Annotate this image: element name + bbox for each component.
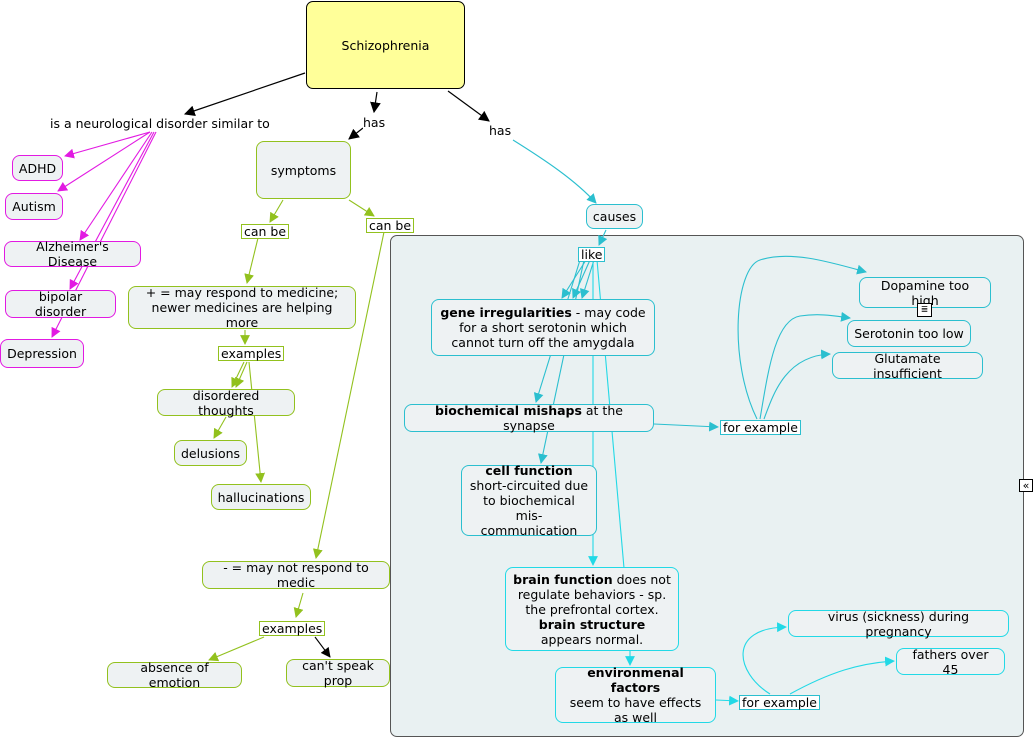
node-causes[interactable]: causes — [586, 204, 643, 229]
node-fathers-over-45[interactable]: fathers over 45 — [896, 647, 1005, 677]
link-label-can-be-2: can be — [366, 218, 415, 233]
node-positive-symptoms[interactable]: + = may respond to medicine; newer medic… — [128, 285, 356, 330]
link-label-like: like — [578, 247, 606, 262]
node-bipolar[interactable]: bipolar disorder — [5, 289, 116, 319]
collapse-icon[interactable]: « — [1019, 479, 1033, 492]
brain-text: brain function does not regulate behavio… — [513, 571, 671, 647]
node-hallucinations[interactable]: hallucinations — [211, 484, 311, 510]
node-biochemical-mishaps[interactable]: biochemical mishaps at the synapse — [404, 403, 654, 433]
node-depression[interactable]: Depression — [0, 339, 84, 368]
root-node-schizophrenia[interactable]: Schizophrenia — [306, 1, 465, 89]
node-cant-speak[interactable]: can't speak prop — [286, 658, 390, 688]
link-label-similar-to: is a neurological disorder similar to — [50, 116, 270, 131]
node-cell-function[interactable]: cell function short-circuited due to bio… — [461, 463, 597, 538]
node-virus[interactable]: virus (sickness) during pregnancy — [788, 609, 1009, 639]
link-label-for-example-2: for example — [739, 695, 820, 710]
cell-title: cell function — [485, 463, 573, 478]
node-negative-symptoms[interactable]: - = may not respond to medic — [202, 560, 390, 590]
link-label-has-symptoms: has — [363, 115, 386, 130]
node-symptoms[interactable]: symptoms — [256, 141, 351, 199]
node-absence-of-emotion[interactable]: absence of emotion — [107, 660, 242, 690]
link-label-examples-2: examples — [259, 621, 326, 636]
node-disordered-thoughts[interactable]: disordered thoughts — [157, 388, 295, 418]
gene-text: gene irregularities - may code for a sho… — [440, 305, 646, 350]
node-brain-function[interactable]: brain function does not regulate behavio… — [505, 567, 679, 651]
link-label-has-causes: has — [489, 123, 512, 138]
link-label-for-example-1: for example — [720, 420, 801, 435]
node-glutamate[interactable]: Glutamate insufficient — [832, 351, 983, 381]
biochem-text: biochemical mishaps at the synapse — [435, 403, 623, 433]
env-title: environmenal factors — [587, 665, 684, 695]
note-icon[interactable]: ≣ — [917, 303, 932, 317]
node-serotonin[interactable]: Serotonin too low — [847, 320, 971, 347]
link-label-can-be-1: can be — [241, 224, 290, 239]
node-autism[interactable]: Autism — [5, 193, 63, 220]
link-label-examples-1: examples — [218, 346, 285, 361]
node-gene-irregularities[interactable]: gene irregularities - may code for a sho… — [431, 299, 655, 356]
node-adhd[interactable]: ADHD — [12, 155, 63, 181]
node-alzheimers[interactable]: Alzheimer's Disease — [4, 239, 141, 269]
node-environmental-factors[interactable]: environmenal factors seem to have effect… — [555, 665, 716, 725]
node-delusions[interactable]: delusions — [174, 440, 247, 466]
node-dopamine[interactable]: Dopamine too high — [859, 277, 991, 308]
cell-text: short-circuited due to biochemical mis-c… — [469, 478, 589, 538]
env-text: seem to have effects as well — [569, 695, 702, 725]
